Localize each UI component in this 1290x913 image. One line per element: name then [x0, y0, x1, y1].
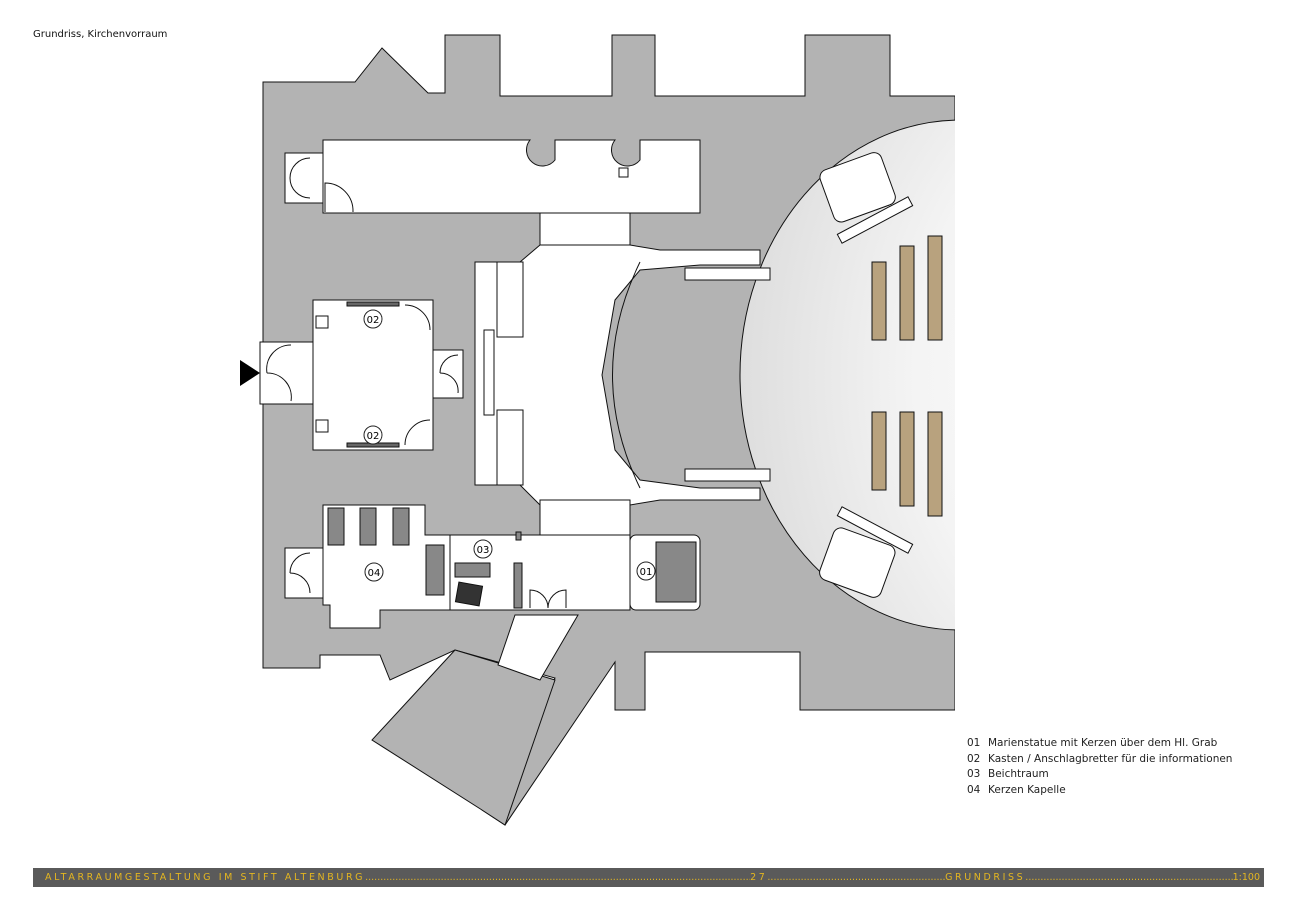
label-circle	[363, 425, 383, 445]
room-04	[322, 504, 451, 629]
footer-project: ALTARRAUMGESTALTUNG IM STIFT ALTENBURG	[45, 872, 366, 883]
top-corridor	[322, 139, 701, 214]
legend: 01 Marienstatue mit Kerzen über dem Hl. G…	[967, 736, 1232, 798]
church-hall	[739, 119, 955, 631]
side-chapel	[819, 527, 896, 598]
footer-leader-dots	[767, 872, 945, 883]
connector-top	[539, 212, 631, 249]
chair	[454, 581, 484, 607]
column	[315, 315, 329, 329]
door-swing	[404, 419, 431, 446]
bench-top	[496, 261, 524, 338]
door-swing	[289, 157, 311, 199]
legend-number: 01	[967, 737, 981, 749]
statue-plinth	[655, 541, 697, 603]
door-swing	[289, 552, 311, 594]
legend-number: 03	[967, 768, 981, 780]
steps	[836, 506, 914, 554]
door-swing	[439, 354, 459, 394]
candle-stands	[327, 507, 445, 596]
pew	[871, 261, 887, 341]
partition	[513, 562, 523, 609]
steps	[684, 267, 771, 281]
footer-leader-dots	[365, 872, 750, 883]
top-entrance	[284, 152, 324, 204]
room-label-01: 01	[640, 567, 653, 578]
apse-arc	[612, 261, 641, 489]
column	[315, 419, 329, 433]
door-swing	[529, 589, 567, 609]
room-label-02-top: 02	[367, 315, 380, 326]
fixture-icon	[618, 167, 629, 178]
partition	[515, 531, 522, 541]
label-circle	[636, 561, 656, 581]
footer-page: 27	[750, 872, 768, 883]
legend-item: 02 Kasten / Anschlagbretter für die infor…	[967, 752, 1232, 768]
entrance-arrow-icon	[240, 360, 260, 386]
legend-number: 02	[967, 752, 981, 765]
room-04-entrance	[284, 547, 324, 599]
legend-text: Beichtraum	[988, 768, 1049, 780]
footer-section: GRUNDRISS	[945, 872, 1026, 883]
legend-text: Kerzen Kapelle	[988, 783, 1066, 796]
room-label-03: 03	[477, 545, 490, 556]
door-swing	[404, 304, 431, 331]
footer-scale: 1:100	[1232, 872, 1260, 883]
legend-item: 01 Marienstatue mit Kerzen über dem Hl. G…	[967, 736, 1232, 752]
side-chapel	[819, 152, 896, 223]
pews	[871, 235, 943, 517]
legend-text: Marienstatue mit Kerzen über dem Hl. Gra…	[988, 737, 1218, 749]
side-door-opening	[497, 614, 579, 681]
door-swing	[266, 344, 292, 402]
pew	[927, 235, 943, 341]
pew	[899, 411, 915, 507]
label-circle	[364, 562, 384, 582]
side-passage	[371, 649, 556, 826]
legend-text: Kasten / Anschlagbretter für die informa…	[988, 752, 1233, 765]
pew	[927, 411, 943, 517]
drawing-title: Grundriss, Kirchenvorraum	[33, 29, 168, 40]
legend-item: 04 Kerzen Kapelle	[967, 783, 1232, 799]
label-circle	[473, 539, 493, 559]
legend-number: 04	[967, 783, 981, 796]
ramp	[483, 329, 495, 416]
confessional-desk	[454, 562, 491, 578]
notice-board	[346, 301, 400, 307]
footer-leader-dots	[1025, 872, 1232, 883]
footer-bar: ALTARRAUMGESTALTUNG IM STIFT ALTENBURG 2…	[33, 868, 1264, 887]
door-swing	[324, 182, 354, 213]
steps	[684, 468, 771, 482]
steps	[836, 196, 914, 244]
pew	[899, 245, 915, 341]
pew	[871, 411, 887, 491]
bench-bottom	[496, 409, 524, 486]
connector-bottom	[539, 499, 631, 536]
room-label-02-bottom: 02	[367, 431, 380, 442]
label-circle	[363, 309, 383, 329]
room-label-04: 04	[368, 568, 381, 579]
legend-item: 03 Beichtraum	[967, 767, 1232, 783]
